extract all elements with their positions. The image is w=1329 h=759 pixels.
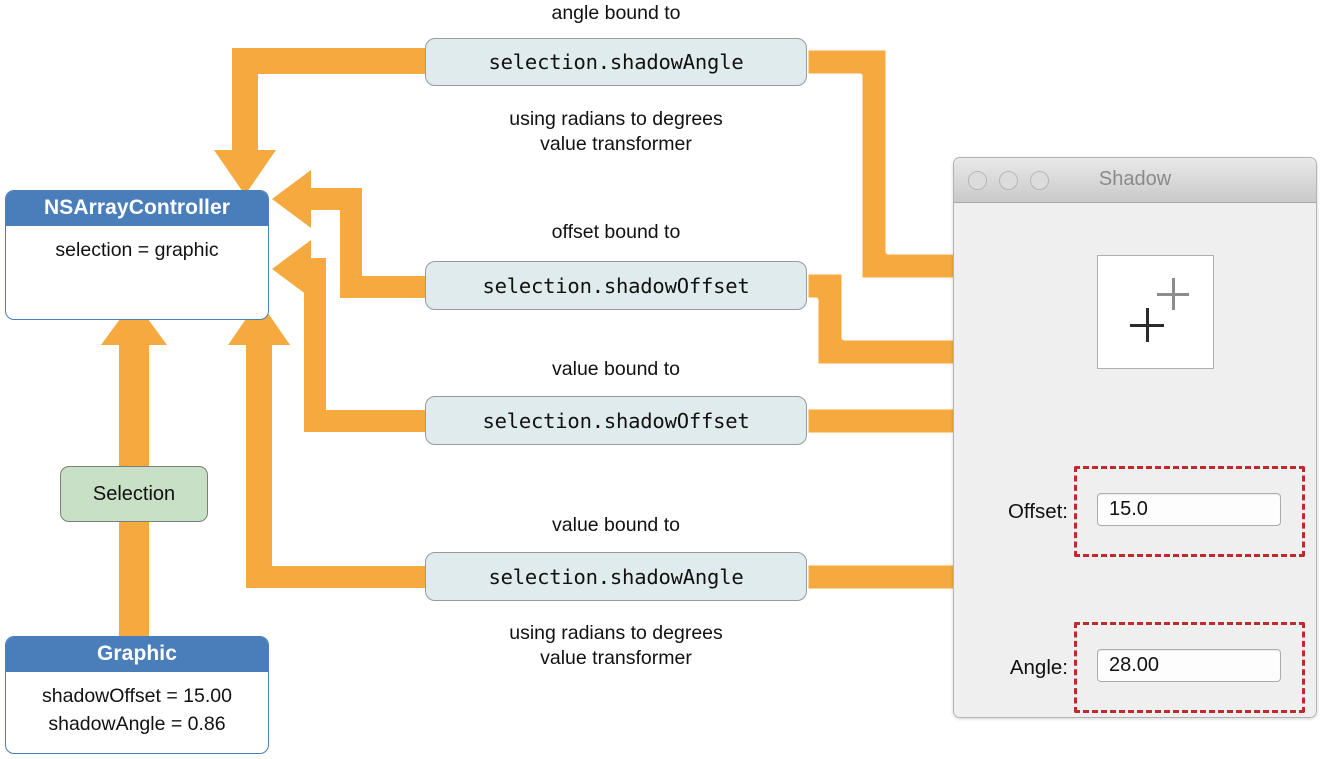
offset-highlight-box (1074, 466, 1305, 557)
arrow-offset-value-to-controller (272, 240, 425, 432)
graphic-body-line-shadowangle: shadowAngle = 0.86 (48, 713, 226, 736)
nsarraycontroller-body: selection = graphic (6, 226, 268, 272)
arrow-offset-to-controller (272, 170, 425, 298)
shadow-crosshair (1157, 278, 1189, 310)
angle-highlight-box (1074, 622, 1305, 713)
binding-3-keypath[interactable]: selection.shadowAngle (425, 552, 807, 601)
offset-input[interactable]: 15.0 (1097, 493, 1281, 526)
offset-field-label: Offset: (1007, 500, 1068, 523)
binding-3-caption-top: value bound to (552, 514, 680, 536)
binding-3-caption-bottom-line-2: value transformer (540, 647, 692, 669)
binding-0-caption-bottom-line-2: value transformer (540, 133, 692, 155)
arrow-angle-to-controller (214, 48, 425, 195)
angle-input[interactable]: 28.00 (1097, 649, 1281, 682)
nsarraycontroller-title: NSArrayController (6, 191, 268, 226)
binding-0-keypath[interactable]: selection.shadowAngle (425, 38, 807, 86)
minimize-button[interactable] (999, 171, 1018, 190)
nsarraycontroller-box: NSArrayController selection = graphic (5, 190, 269, 320)
selection-pill: Selection (60, 466, 208, 522)
shadow-window[interactable]: Shadow Offset: 15.0 Angle: (953, 157, 1317, 718)
binding-1-caption-top: offset bound to (551, 221, 681, 243)
binding-0-caption-bottom-line-1: using radians to degrees (509, 108, 723, 130)
window-titlebar[interactable]: Shadow (954, 158, 1316, 203)
binding-2-caption-top: value bound to (552, 358, 680, 380)
window-title: Shadow (1098, 168, 1172, 190)
shadow-preview-canvas[interactable] (1097, 255, 1214, 369)
window-content: Offset: 15.0 Angle: 28.00 (954, 203, 1316, 717)
zoom-button[interactable] (1030, 171, 1049, 190)
graphic-body-line-shadowoffset: shadowOffset = 15.00 (42, 685, 232, 707)
graphic-title: Graphic (6, 637, 268, 672)
graphic-crosshair (1130, 308, 1164, 342)
selection-pill-label: Selection (92, 482, 176, 505)
close-button[interactable] (968, 171, 987, 190)
graphic-body: shadowOffset = 15.00 shadowAngle = 0.86 (6, 672, 268, 747)
graphic-box: Graphic shadowOffset = 15.00 shadowAngle… (5, 636, 269, 754)
arrow-angle-value-to-controller (228, 300, 425, 588)
nsarraycontroller-body-line: selection = graphic (55, 239, 219, 261)
binding-1-keypath[interactable]: selection.shadowOffset (425, 261, 807, 310)
angle-field-label: Angle: (1009, 656, 1068, 679)
binding-3-caption-bottom-line-1: using radians to degrees (509, 622, 723, 644)
binding-0-caption-top: angle bound to (551, 2, 681, 24)
binding-2-keypath[interactable]: selection.shadowOffset (425, 396, 807, 445)
